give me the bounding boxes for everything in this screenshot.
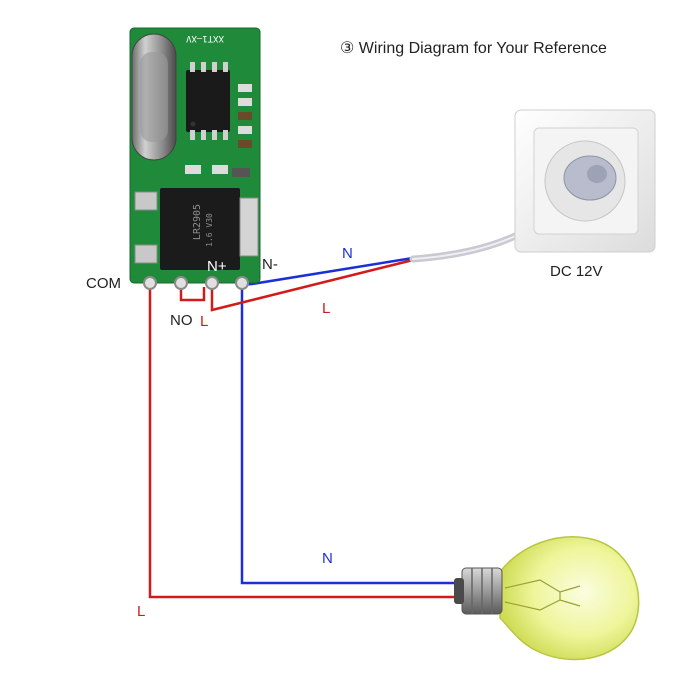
voltage-regulator: LR2905 1.6 V30 [134, 188, 259, 270]
bulb-filament [504, 579, 581, 611]
wire-no-jumper [179, 287, 206, 302]
pin-label-com: COM [86, 275, 121, 292]
bulb-base [454, 567, 503, 615]
pad-n-plus [205, 276, 219, 290]
wall-socket [514, 109, 656, 253]
wires [148, 256, 460, 599]
receiver-module: XXT1—XV LR2905 1.6 V [129, 27, 261, 290]
socket-label: DC 12V [550, 263, 603, 280]
pin-pads [143, 276, 249, 290]
pin-label-no: NO [170, 312, 193, 329]
wire-com-to-lamp [148, 285, 460, 599]
pin-label-n-minus: N- [262, 256, 278, 273]
pad-n-minus [235, 276, 249, 290]
light-bulb [454, 536, 640, 661]
regulator-marking-2: 1.6 V30 [205, 213, 214, 247]
pin-label-n-plus: N+ [207, 258, 227, 275]
pad-com [143, 276, 157, 290]
wire-nplus-to-supply [210, 258, 414, 312]
bulb-glass [499, 536, 640, 661]
pad-no [174, 276, 188, 290]
wire-label-lamp-n: N [322, 550, 333, 567]
diagram-title: ③ Wiring Diagram for Your Reference [340, 40, 607, 57]
wire-label-supply-n: N [342, 245, 353, 262]
wire-label-lamp-l: L [137, 603, 146, 620]
wire-label-supply-l: L [322, 300, 331, 317]
wire-label-no-l: L [200, 313, 209, 330]
module-top-marking: XXT1—XV [185, 33, 224, 43]
ic-chip [186, 62, 230, 140]
regulator-marking: LR2905 [192, 204, 203, 240]
wire-nminus-to-lamp [240, 285, 460, 585]
